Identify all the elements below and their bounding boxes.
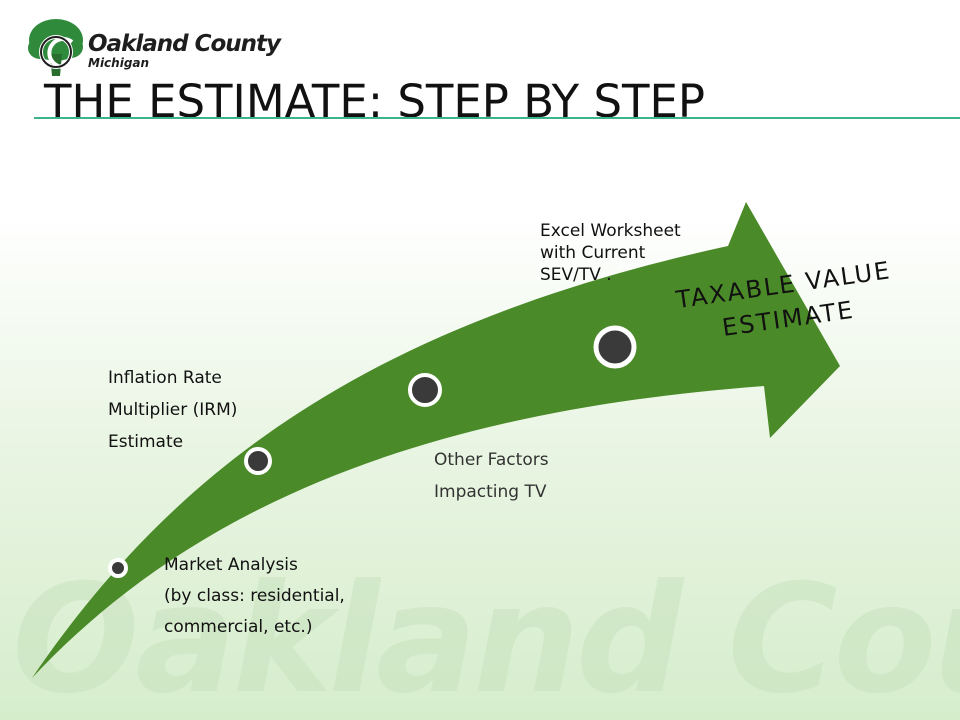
- step-marker-2: [244, 447, 272, 475]
- step-label-inflation-rate: Inflation Rate Multiplier (IRM) Estimate: [108, 368, 238, 452]
- oakland-county-logo: Oakland County Michigan: [26, 14, 286, 80]
- step-label-excel-worksheet: Excel Worksheet with Current SEV/TV .: [540, 221, 681, 285]
- step-label-market-analysis: Market Analysis (by class: residential, …: [164, 555, 345, 637]
- watermark-text: Oakland County: [12, 560, 960, 720]
- logo-name: Oakland County: [88, 31, 281, 57]
- page-title: THE ESTIMATE: STEP BY STEP: [44, 75, 706, 128]
- step-marker-1: [108, 558, 128, 578]
- step-marker-4: [593, 325, 637, 369]
- step-marker-3: [408, 373, 442, 407]
- tree-logo-icon: [28, 19, 83, 76]
- curved-arrow: [32, 202, 840, 678]
- title-divider: [34, 117, 960, 119]
- logo-subtitle: Michigan: [88, 56, 150, 70]
- step-label-other-factors: Other Factors Impacting TV: [434, 450, 549, 502]
